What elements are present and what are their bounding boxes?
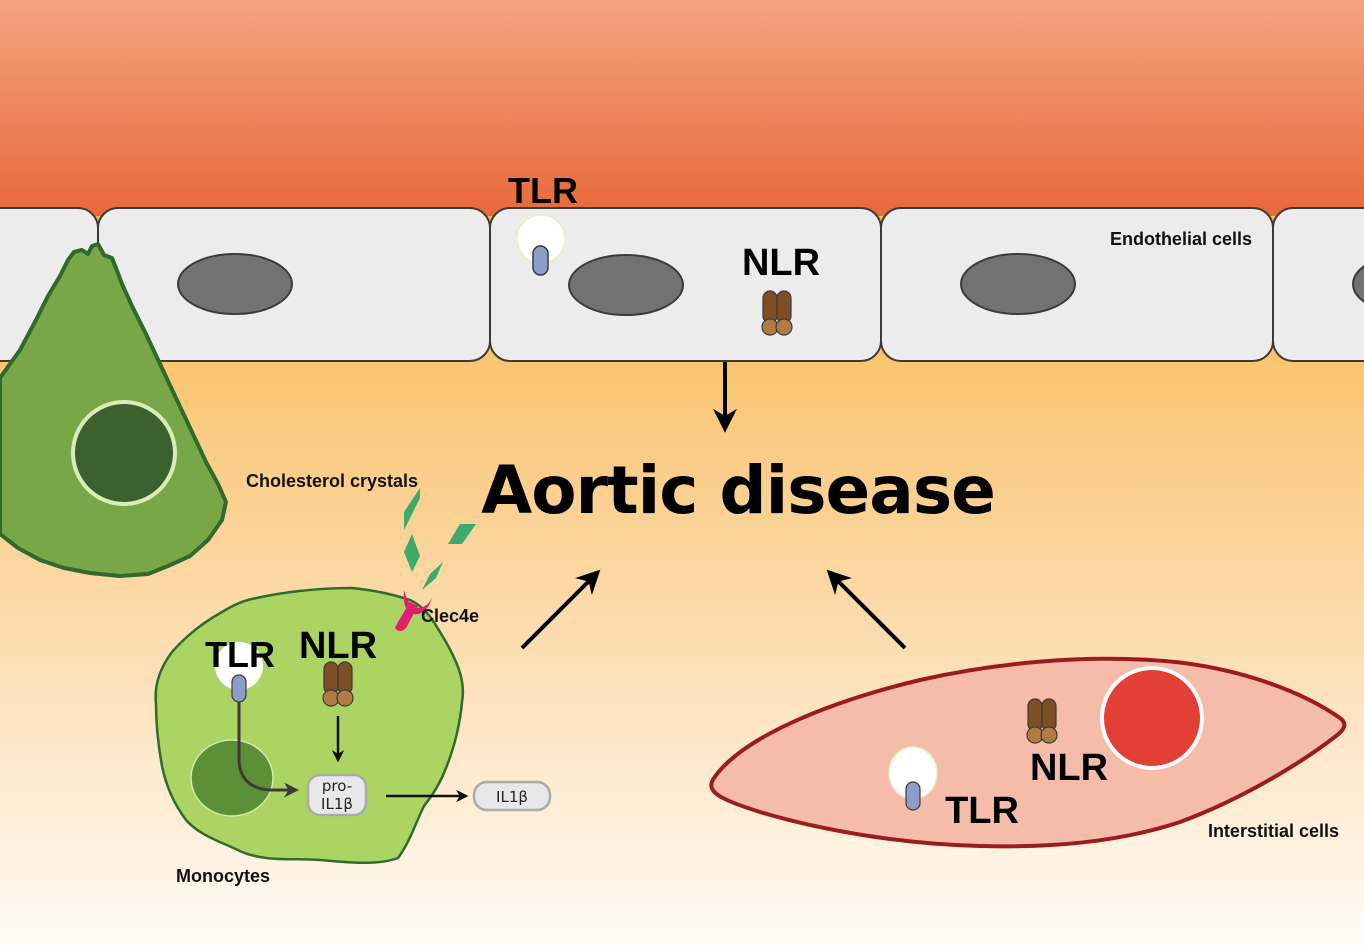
interstitial-nlr-label: NLR [1030,747,1108,789]
il1b-label: IL1β [496,788,528,806]
endothelial-layer: Endothelial cells TLR NLR [0,170,1364,362]
monocyte-cell: Clec4e TLR NLR pro- IL1β [154,586,479,865]
interstitial-cell: NLR TLR [709,656,1347,849]
crystal-icon [404,534,420,572]
monocyte-nucleus [190,739,274,817]
monocytes-label: Monocytes [176,866,270,886]
interstitial-nucleus [1100,666,1204,770]
il1b-pill [472,780,552,812]
nlr-receptor-icon [761,290,793,336]
tlr-receptor-icon [905,781,921,811]
endothelial-nucleus [568,254,684,316]
monocyte-nlr-label: NLR [299,625,377,667]
endothelial-nucleus [960,253,1076,315]
tlr-vesicle [215,642,263,690]
pro-il1b-label-line1: pro- [322,777,352,795]
arrow-monocyte-to-disease [520,569,601,650]
endothelial-cell [1272,207,1364,362]
arrow-interstitial-to-disease [826,569,907,650]
endothelial-nucleus [177,253,293,315]
cholesterol-crystals-label: Cholesterol crystals [246,471,418,491]
endothelial-cell [97,207,491,362]
clec4e-receptor-icon [395,590,432,631]
endothelial-tlr-label: TLR [508,170,578,211]
crystal-icon [422,562,443,590]
lumen-band [0,0,1364,216]
cholesterol-crystals [404,488,476,590]
crystal-icon [404,488,420,530]
page-title: Aortic disease [481,452,995,529]
interstitial-cells-label: Interstitial cells [1208,821,1339,841]
endothelial-cells-label: Endothelial cells [1110,229,1252,249]
nlr-receptor-icon [322,661,354,707]
nlr-receptor-icon [1026,698,1058,744]
crystal-icon [448,524,476,544]
monocyte-tlr-label: TLR [205,634,275,675]
interstitial-tlr-label: TLR [945,790,1019,832]
green-cell [0,242,228,578]
pro-il1b-label-line2: IL1β [321,795,353,813]
green-cell-nucleus [71,400,177,506]
endothelial-nlr-label: NLR [742,242,820,284]
tlr-receptor-icon [532,245,549,276]
tlr-receptor-icon [231,674,247,703]
clec4e-label: Clec4e [421,606,479,626]
pro-il1b-pill [306,773,368,817]
tlr-signal-arrow [237,702,299,798]
endothelial-nucleus [1352,265,1364,303]
